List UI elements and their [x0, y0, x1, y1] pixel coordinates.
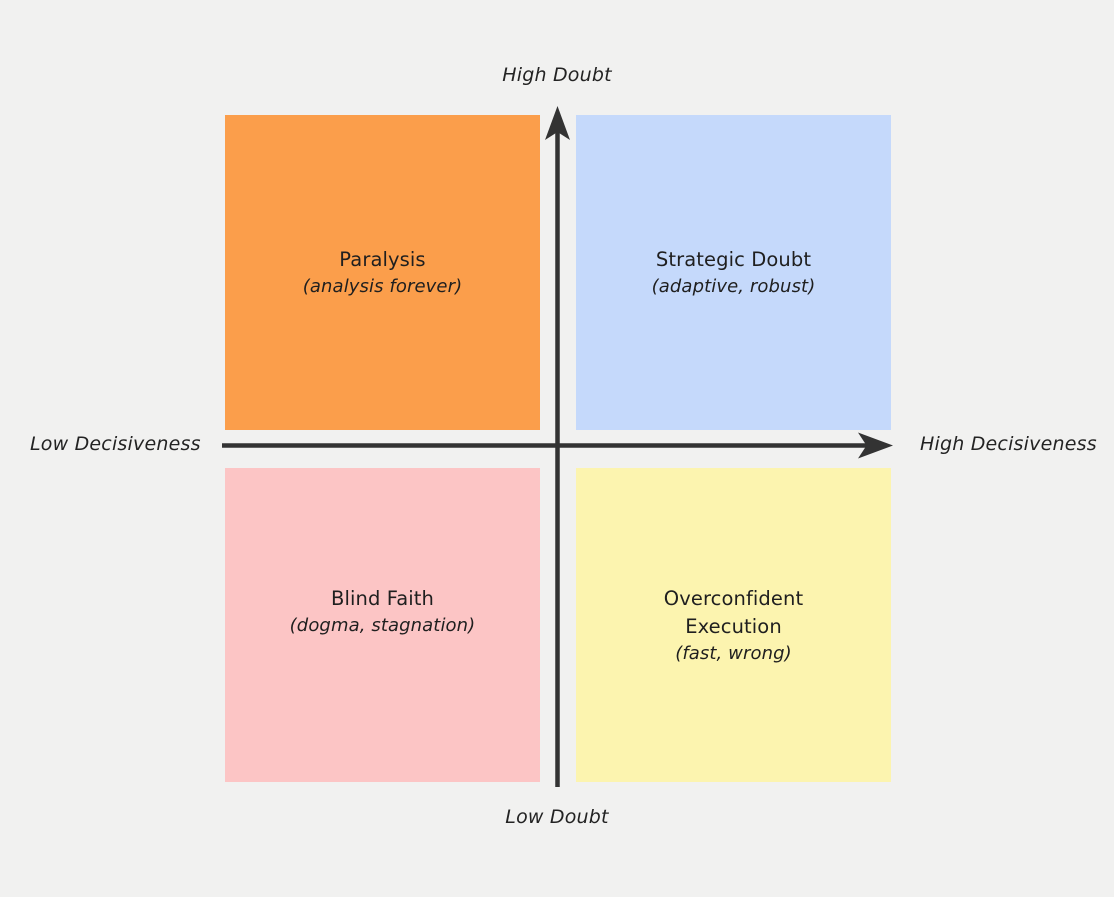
quadrant-top-left: Paralysis (analysis forever)	[225, 115, 540, 430]
quadrant-top-right: Strategic Doubt (adaptive, robust)	[576, 115, 891, 430]
axis-label-high-decisiveness: High Decisiveness	[920, 433, 1097, 455]
axis-label-low-doubt: Low Doubt	[505, 806, 609, 828]
quadrant-top-right-title: Strategic Doubt	[655, 248, 812, 271]
quadrant-top-left-title: Paralysis	[339, 248, 426, 271]
vertical-axis-arrow-icon	[545, 106, 570, 140]
axis-label-high-doubt: High Doubt	[502, 64, 612, 86]
quadrant-top-right-subtitle: (adaptive, robust)	[651, 276, 816, 297]
axis-label-low-decisiveness: Low Decisiveness	[30, 433, 201, 455]
quadrant-bottom-right-subtitle: (fast, wrong)	[675, 643, 792, 664]
quadrant-top-left-subtitle: (analysis forever)	[302, 276, 463, 297]
quadrant-bottom-left-subtitle: (dogma, stagnation)	[289, 615, 476, 636]
quadrant-bottom-right-title: Overconfident Execution	[663, 587, 804, 638]
quadrant-bottom-left-title: Blind Faith	[330, 587, 435, 610]
quadrant-bottom-right: Overconfident Execution (fast, wrong)	[576, 468, 891, 782]
quadrant-bottom-left: Blind Faith (dogma, stagnation)	[225, 468, 540, 782]
horizontal-axis-arrow-icon	[858, 432, 893, 459]
